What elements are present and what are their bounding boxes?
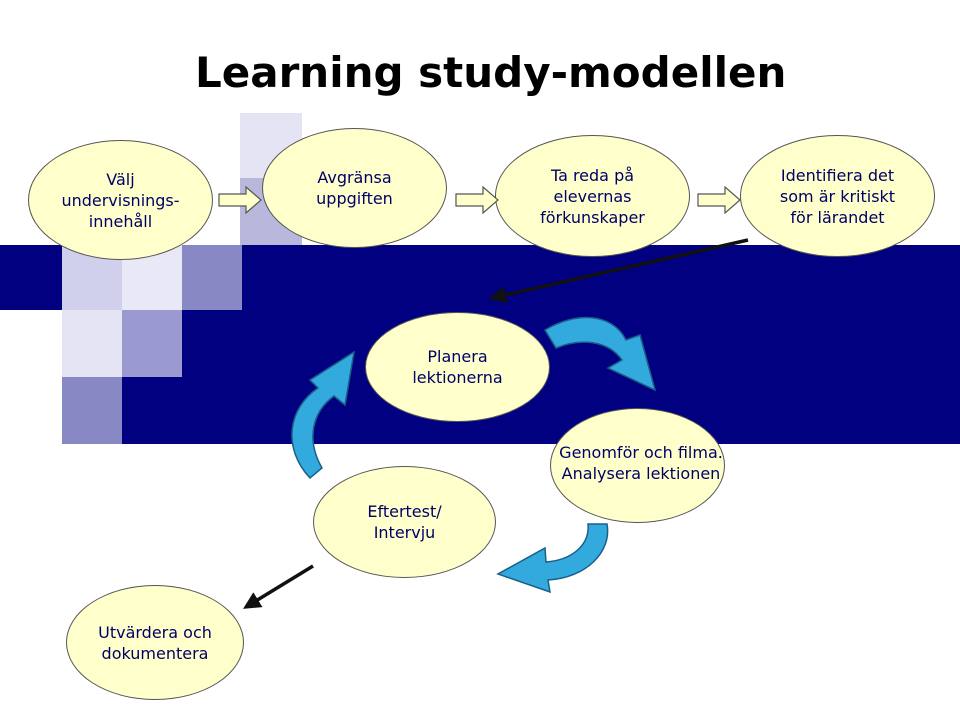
step-label: Utvärdera och dokumentera xyxy=(98,622,212,663)
step-label: Välj undervisnings- innehåll xyxy=(61,169,180,231)
curved-arrow-icon xyxy=(543,316,657,392)
block-arrow-right-icon xyxy=(455,186,499,214)
bg-square xyxy=(62,377,122,444)
bg-square xyxy=(62,310,122,377)
step-label: Avgränsa uppgiften xyxy=(316,168,393,208)
cycle-plan-lessons: Planera lektionerna xyxy=(365,312,550,422)
step-prior-knowledge: Ta reda på elevernas förkunskaper xyxy=(495,135,690,257)
cycle-label: Planera lektionerna xyxy=(412,347,503,387)
step-label: Ta reda på elevernas förkunskaper xyxy=(540,165,645,227)
step-label: Identifiera det som är kritiskt för lära… xyxy=(779,165,896,227)
thin-arrow-icon xyxy=(243,564,314,609)
cycle-label: Eftertest/ Intervju xyxy=(367,502,442,542)
step-select-content: Välj undervisnings- innehåll xyxy=(28,140,213,260)
cycle-label: Genomför och filma. Analysera lektionen xyxy=(559,443,723,483)
thin-arrow-icon xyxy=(488,238,749,304)
cycle-conduct-analyze xyxy=(550,408,725,523)
block-arrow-right-icon xyxy=(218,186,262,214)
bg-square xyxy=(122,310,182,377)
curved-arrow-icon xyxy=(496,523,609,594)
step-identify-critical: Identifiera det som är kritiskt för lära… xyxy=(740,135,935,257)
curved-arrow-icon xyxy=(291,350,356,480)
page-title: Learning study-modellen xyxy=(195,48,787,97)
step-evaluate-document: Utvärdera och dokumentera xyxy=(66,585,244,700)
step-delimit-task: Avgränsa uppgiften xyxy=(262,128,447,248)
bg-square xyxy=(182,245,242,310)
block-arrow-right-icon xyxy=(697,186,741,214)
cycle-posttest-interview: Eftertest/ Intervju xyxy=(313,466,496,578)
